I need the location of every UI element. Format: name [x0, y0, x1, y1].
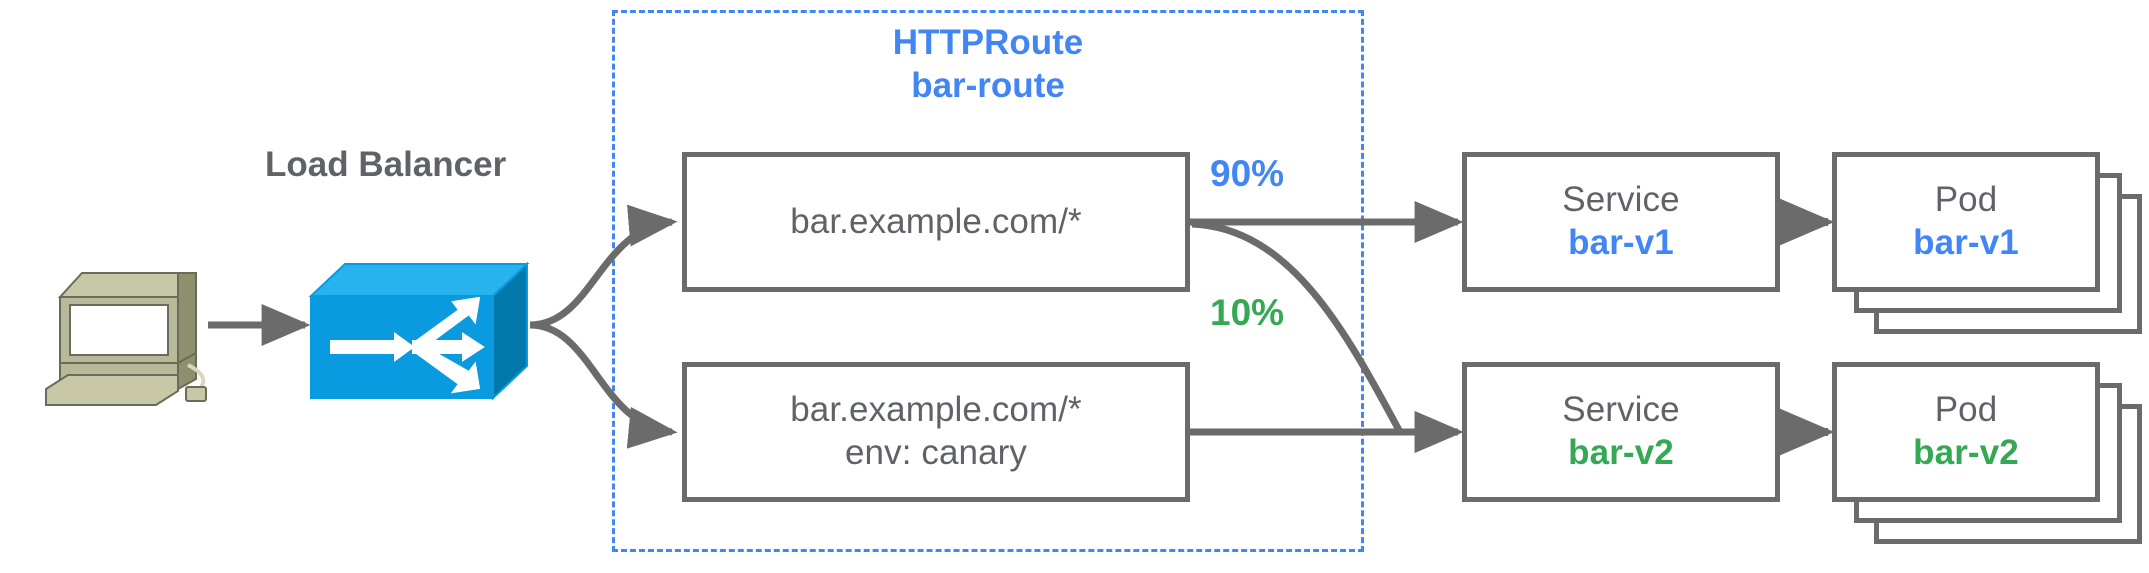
- weight-label-10: 10%: [1210, 292, 1285, 333]
- pod-bar-v2[interactable]: Pod bar-v2: [1832, 362, 2100, 502]
- service-bar-v2-kind: Service: [1562, 390, 1680, 430]
- httproute-group-label-kind: HTTPRoute: [892, 23, 1084, 62]
- httproute-group-label-name: bar-route: [911, 65, 1065, 105]
- arrow-lb-to-rule-canary: [529, 321, 678, 449]
- service-bar-v1-kind: Service: [1562, 180, 1680, 220]
- pod-bar-v1-kind: Pod: [1934, 180, 1998, 220]
- arrow-lb-to-rule-primary: [529, 204, 678, 329]
- service-bar-v1[interactable]: Service bar-v1: [1462, 152, 1780, 292]
- service-bar-v2-name: bar-v2: [1568, 433, 1674, 472]
- arrow-rule-to-service-v2-10: [1191, 220, 1404, 434]
- route-rule-primary-match: bar.example.com/*: [790, 201, 1082, 241]
- route-rule-canary[interactable]: bar.example.com/* env: canary: [682, 362, 1190, 502]
- route-rule-canary-header: env: canary: [844, 433, 1028, 472]
- weight-label-90: 90%: [1210, 153, 1285, 194]
- workstation-icon: [38, 245, 208, 410]
- route-rule-canary-match: bar.example.com/*: [790, 390, 1082, 430]
- load-balancer-label: Load Balancer: [265, 145, 507, 184]
- pod-bar-v2-name: bar-v2: [1913, 433, 2019, 472]
- httproute-group-label: HTTPRoute bar-route: [838, 22, 1138, 107]
- pod-bar-v1-name: bar-v1: [1913, 223, 2019, 262]
- service-bar-v2[interactable]: Service bar-v2: [1462, 362, 1780, 502]
- service-bar-v1-name: bar-v1: [1568, 223, 1674, 262]
- pod-bar-v1[interactable]: Pod bar-v1: [1832, 152, 2100, 292]
- httproute-group-boundary: [612, 10, 1364, 552]
- load-balancer-switch-icon: [303, 258, 535, 406]
- pod-bar-v2-kind: Pod: [1934, 390, 1998, 430]
- route-rule-primary[interactable]: bar.example.com/*: [682, 152, 1190, 292]
